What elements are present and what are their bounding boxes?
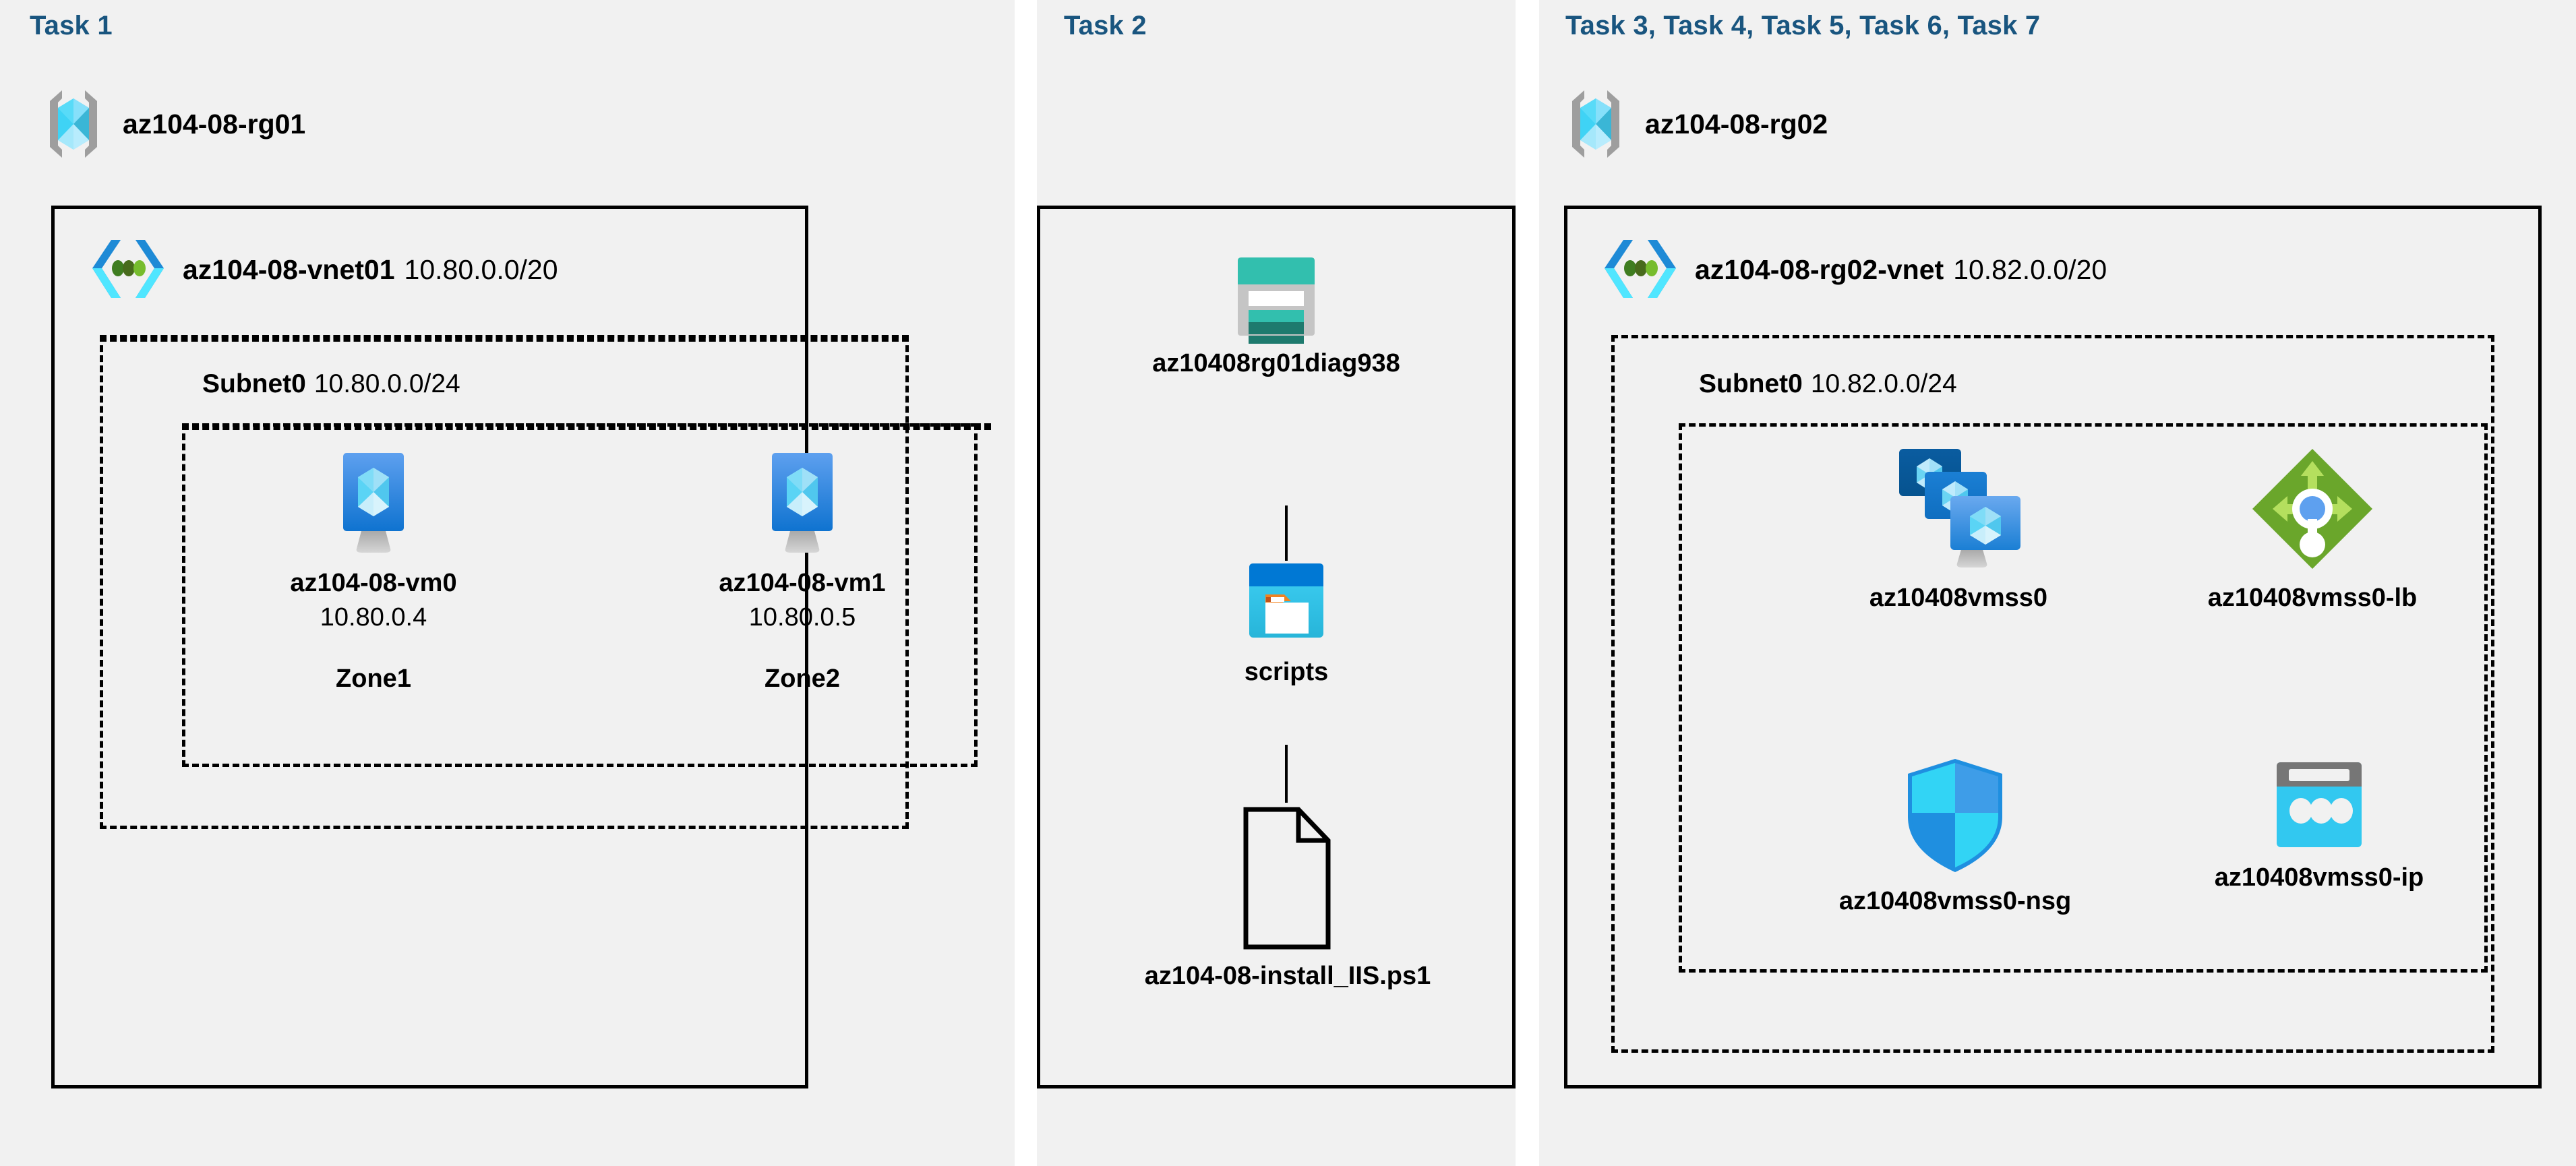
- task1-subnet-box-outer: [100, 335, 909, 829]
- task1-vnet-header: az104-08-vnet01 10.80.0.0/20: [91, 237, 558, 302]
- task1-availability-zones-box: [182, 423, 978, 767]
- resource-group-icon: [1564, 88, 1627, 160]
- task3-title: Task 3, Task 4, Task 5, Task 6, Task 7: [1565, 11, 2041, 40]
- task2-blob-container-label: scripts: [1244, 658, 1329, 686]
- task3-vmss-label: az10408vmss0: [1869, 584, 2048, 612]
- virtual-machine-icon: [758, 450, 846, 558]
- task1-vm0-label: az104-08-vm0: [290, 569, 457, 597]
- task3-public-ip-label: az10408vmss0-ip: [2214, 863, 2424, 892]
- connector-storage-to-container: [1285, 505, 1288, 561]
- resource-group-icon: [42, 88, 105, 160]
- network-security-group-icon: [1901, 755, 2009, 876]
- file-icon: [1242, 805, 1334, 951]
- virtual-machine-icon: [330, 450, 417, 558]
- task1-subnet-label: Subnet0: [202, 369, 306, 398]
- task2-title: Task 2: [1064, 11, 1147, 40]
- task1-vm0[interactable]: az104-08-vm0 10.80.0.4 Zone1: [272, 450, 475, 694]
- virtual-network-icon: [91, 237, 165, 302]
- task2-blob-container[interactable]: scripts: [1185, 559, 1387, 687]
- vm-scale-set-icon: [1891, 445, 2026, 573]
- public-ip-address-icon: [2269, 758, 2370, 853]
- task3-vmss[interactable]: az10408vmss0: [1827, 445, 2090, 613]
- task3-resources-box: [1679, 423, 2488, 973]
- task3-load-balancer-label: az10408vmss0-lb: [2207, 584, 2418, 612]
- task3-nsg-label: az10408vmss0-nsg: [1838, 887, 2072, 915]
- panel-task1: [0, 0, 1015, 1166]
- task1-subnet-cidr: 10.80.0.0/24: [313, 369, 460, 398]
- task3-vnet-box: [1564, 206, 2542, 1088]
- blob-container-icon: [1242, 559, 1330, 647]
- task3-subnet-cidr: 10.82.0.0/24: [1810, 369, 1957, 398]
- task1-vnet-cidr: 10.80.0.0/20: [404, 253, 558, 285]
- task2-file[interactable]: az104-08-install_IIS.ps1: [1145, 805, 1431, 991]
- storage-account-icon: [1232, 255, 1320, 344]
- virtual-network-icon: [1603, 237, 1677, 302]
- task1-vm0-ip: 10.80.0.4: [320, 603, 427, 632]
- task1-vnet-label: az104-08-vnet01: [183, 253, 395, 285]
- task1-resource-group-label: az104-08-rg01: [123, 108, 306, 140]
- task1-resource-group: az104-08-rg01: [42, 88, 305, 160]
- task3-vnet-label: az104-08-rg02-vnet: [1695, 253, 1944, 285]
- task3-subnet-box: [1611, 335, 2494, 1053]
- task2-storage-account-label: az10408rg01diag938: [1152, 349, 1400, 377]
- task3-public-ip[interactable]: az10408vmss0-ip: [2184, 758, 2454, 892]
- task1-vnet-box: [51, 206, 808, 1088]
- task1-vm1[interactable]: az104-08-vm1 10.80.0.5 Zone2: [701, 450, 903, 694]
- task1-vm1-label: az104-08-vm1: [719, 569, 886, 597]
- task1-vm1-zone: Zone2: [765, 665, 840, 693]
- task3-vnet-cidr: 10.82.0.0/20: [1953, 253, 2107, 285]
- task1-vm1-ip: 10.80.0.5: [748, 603, 856, 632]
- task3-load-balancer[interactable]: az10408vmss0-lb: [2178, 445, 2447, 613]
- task2-storage-account[interactable]: az10408rg01diag938: [1152, 255, 1400, 378]
- load-balancer-icon: [2248, 445, 2376, 573]
- task3-resource-group: az104-08-rg02: [1564, 88, 1828, 160]
- task1-title: Task 1: [30, 11, 113, 40]
- task2-file-label: az104-08-install_IIS.ps1: [1144, 962, 1431, 990]
- task2-storage-box: [1037, 206, 1516, 1088]
- task3-subnet-label: Subnet0: [1699, 369, 1803, 398]
- task3-vnet-header: az104-08-rg02-vnet 10.82.0.0/20: [1603, 237, 2107, 302]
- task3-resource-group-label: az104-08-rg02: [1645, 108, 1828, 140]
- task3-nsg[interactable]: az10408vmss0-nsg: [1820, 755, 2090, 916]
- connector-container-to-file: [1285, 745, 1288, 803]
- task1-vm0-zone: Zone1: [336, 665, 411, 693]
